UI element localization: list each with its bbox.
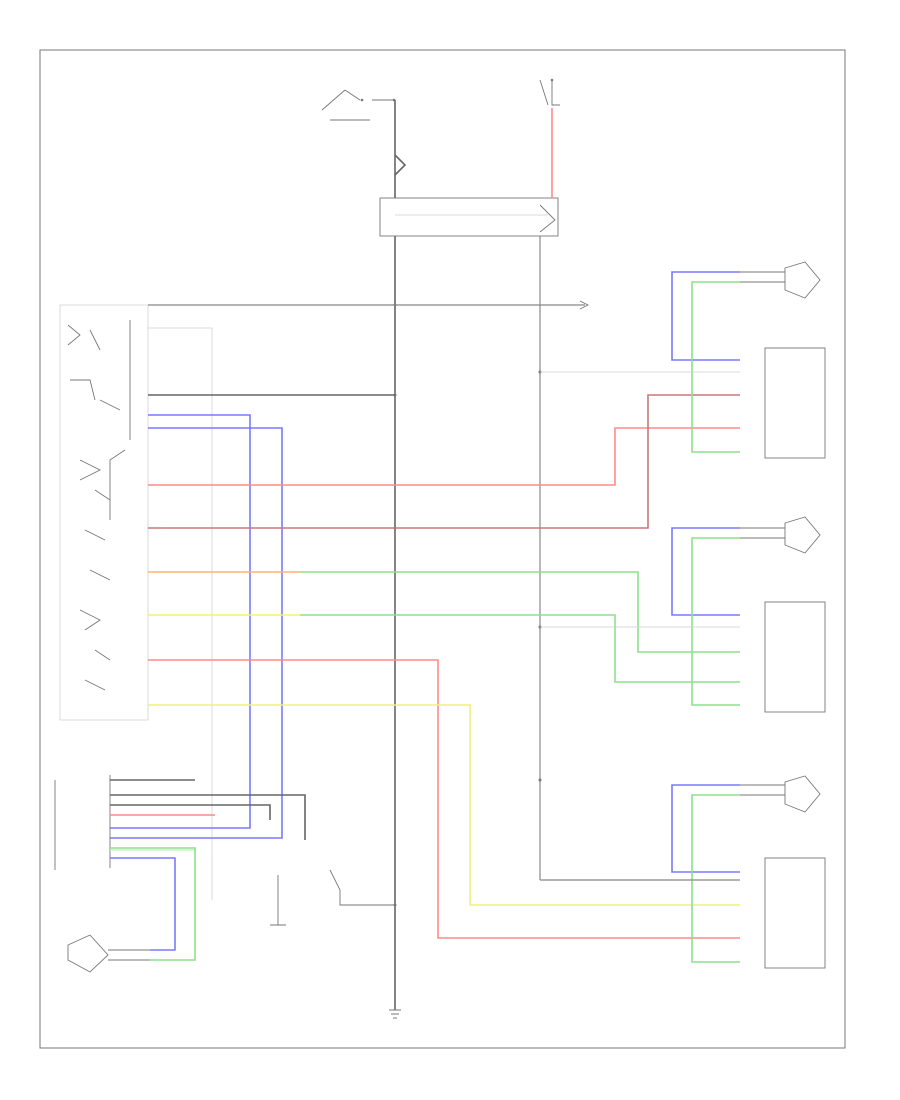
ground-symbol [389,1009,401,1019]
front-right-window-switch [764,347,826,459]
rear-left-window-switch [764,601,826,713]
wire-blue-2 [110,427,283,839]
wire-green-rear-left-2 [300,614,740,683]
ignition-switch [321,89,396,121]
rear-right-window-switch [764,857,826,969]
rear-right-window-motor [740,775,821,813]
diagram-border [39,49,846,1049]
wire-green-passenger [110,847,196,961]
hot-in-run-fuse [539,78,560,106]
wire-green-rear-left [300,571,740,653]
rear-left-window-motor [740,516,821,554]
master-power-window-switch [59,304,149,721]
power-window-relay [379,197,559,237]
wire-dred-front-right [148,394,740,529]
front-right-window-motor [740,261,821,299]
ground-connector [270,875,286,926]
wire-yellow-rear-right [148,704,740,906]
wire-blue-1 [110,414,251,829]
splice-connector [329,869,395,906]
wire-red-front-right [148,427,740,486]
passenger-window-motor [67,934,150,973]
wire-blue-passenger [110,857,176,951]
wire-red-rear-right [148,659,740,939]
passenger-window-switch [54,775,111,870]
wire-switch-pale [148,327,213,900]
